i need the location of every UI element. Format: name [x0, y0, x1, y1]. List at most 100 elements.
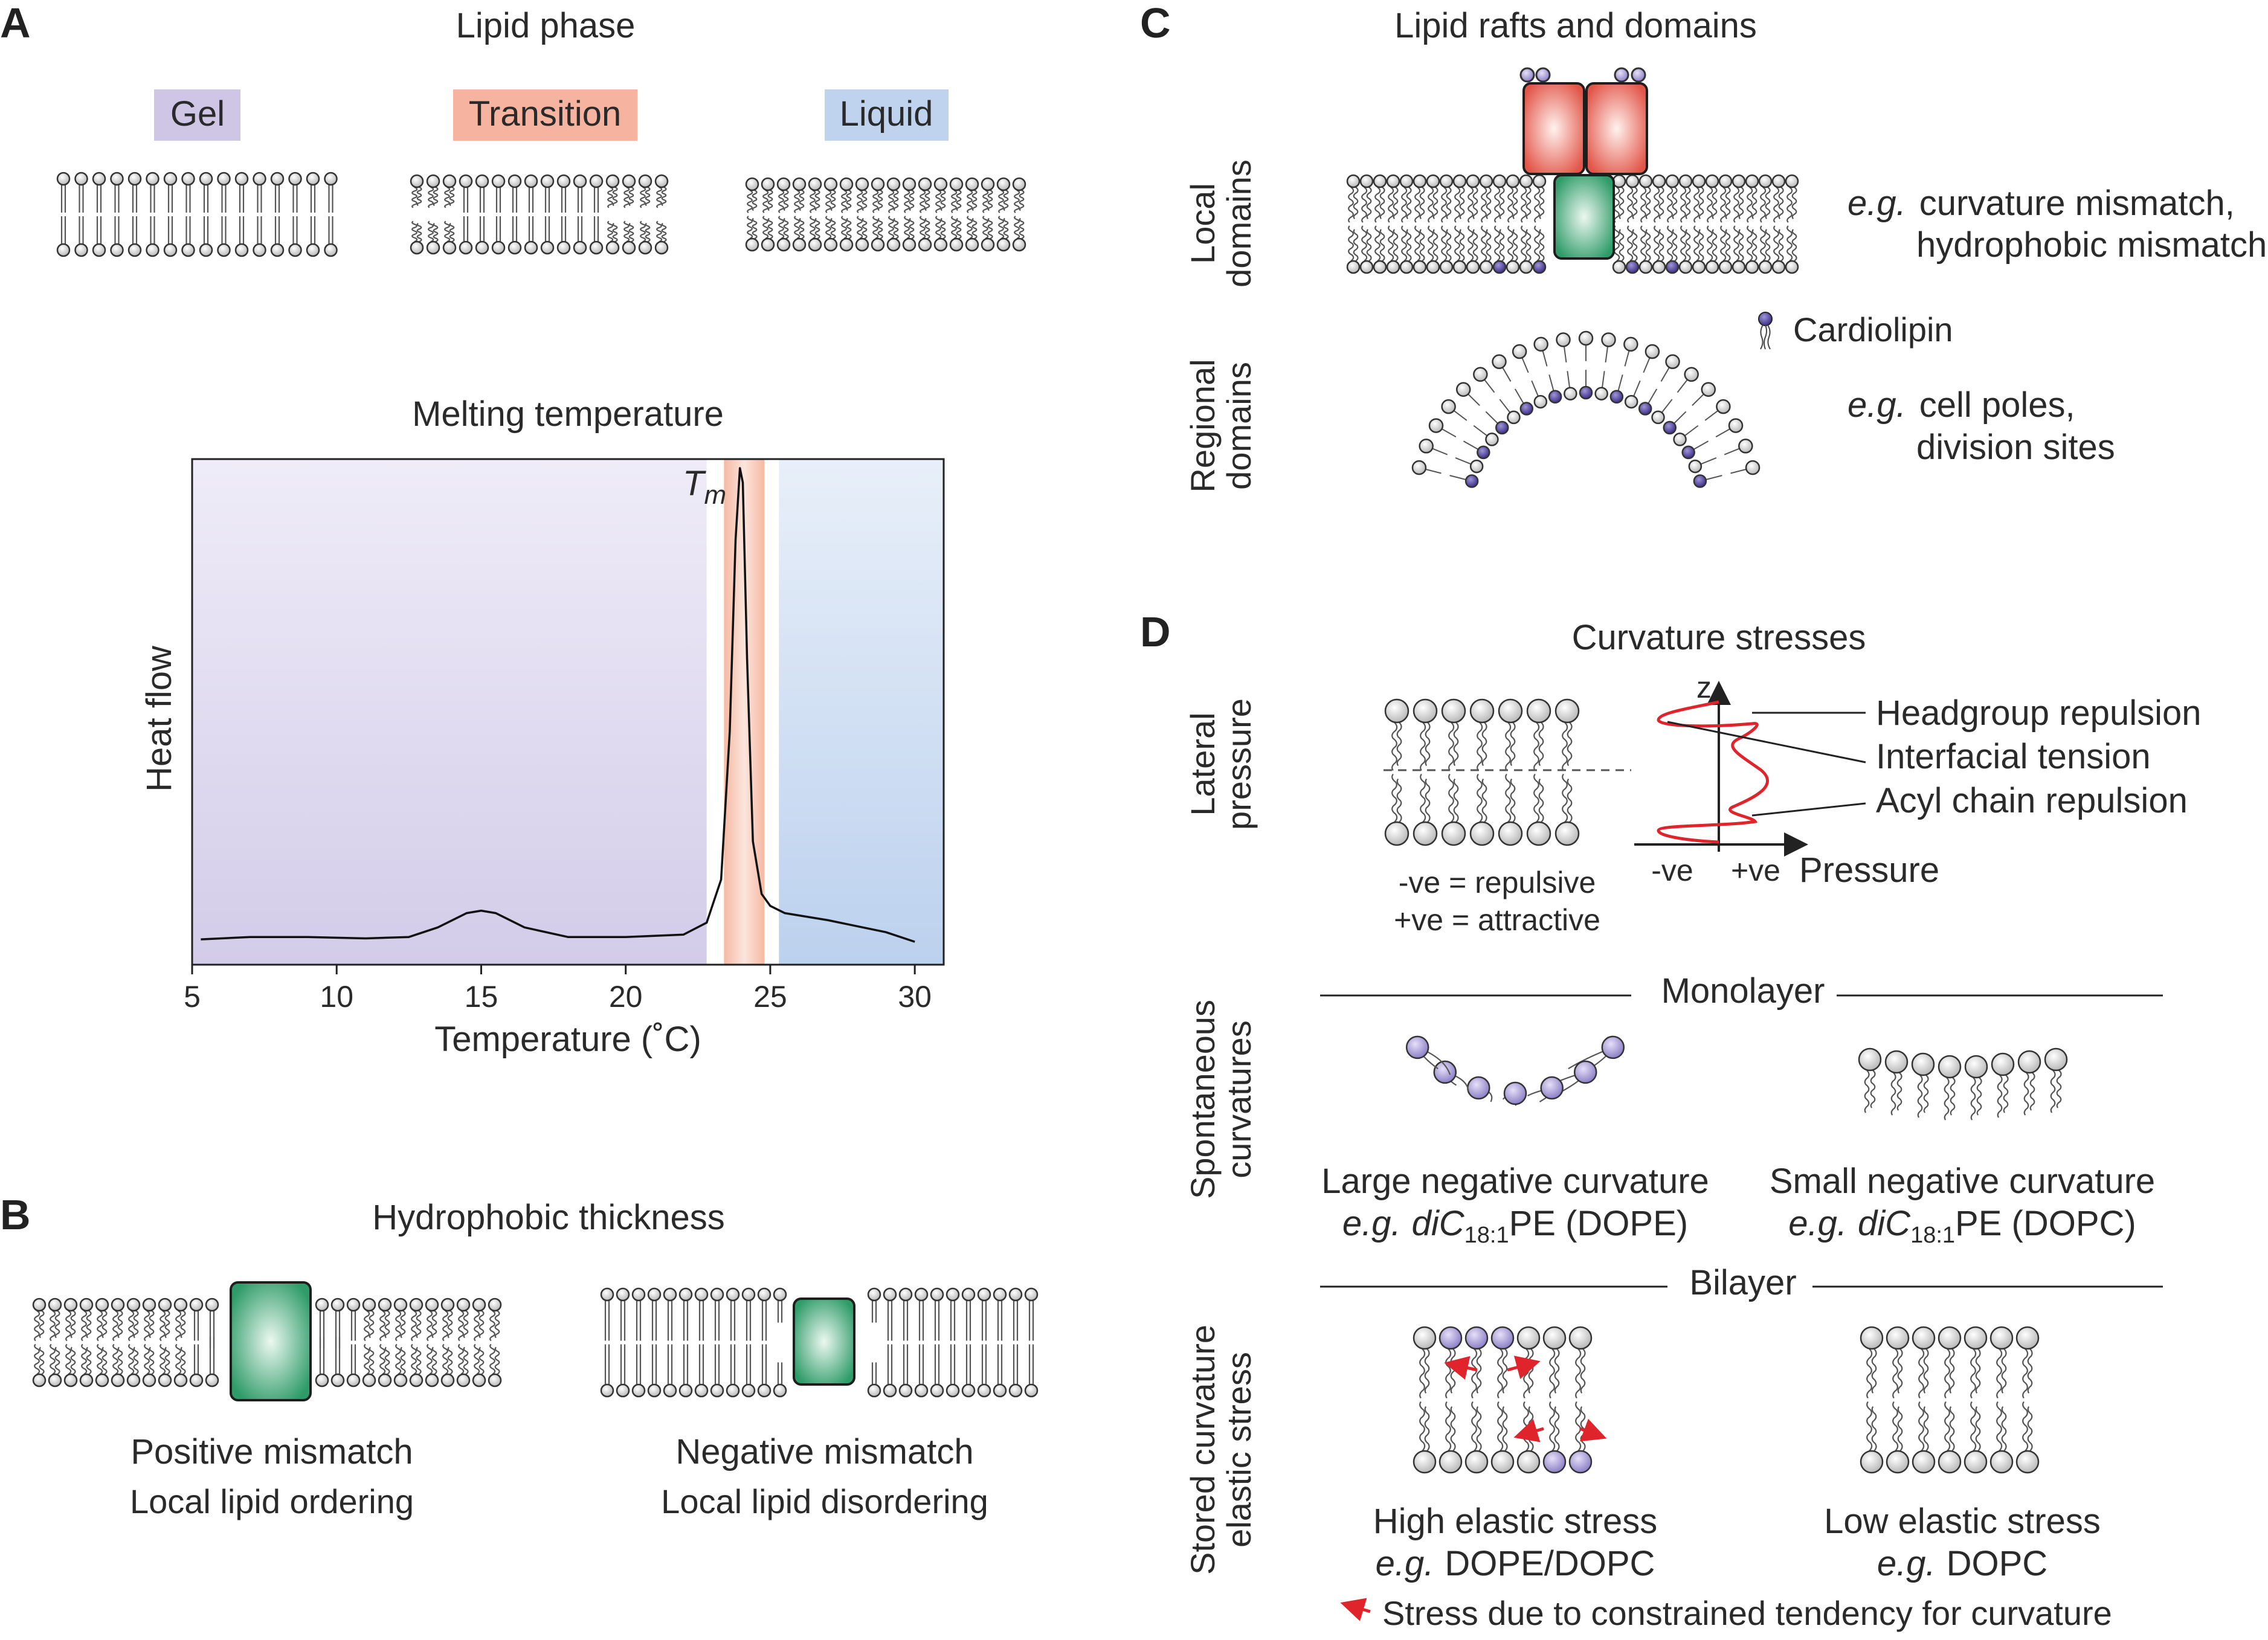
lipid-head — [1532, 174, 1547, 188]
lipid-tail — [1486, 229, 1492, 262]
lipid-tail — [1406, 187, 1412, 219]
lipid-head — [631, 1287, 646, 1302]
lateral-pressure-line2: pressure — [1220, 698, 1258, 830]
lipid-tail — [778, 216, 785, 240]
lipid-tail — [1786, 187, 1793, 223]
lipid-head — [507, 240, 522, 255]
lipid-head — [600, 1287, 614, 1302]
lipid-head — [622, 240, 636, 255]
negative-mismatch-protein — [793, 1298, 855, 1386]
lipid-tail — [628, 222, 634, 243]
lipid-tail — [1923, 1348, 1929, 1394]
lipid-head — [426, 240, 440, 255]
lipid-head — [1625, 260, 1640, 274]
lipid-tail — [661, 186, 667, 207]
lipid-tail — [1459, 187, 1465, 219]
lipid-head — [600, 1383, 614, 1398]
lipid-tail — [752, 217, 758, 239]
lipid-tail — [1733, 187, 1740, 223]
lipid-head — [442, 174, 457, 188]
panel-letter-d: D — [1140, 608, 1171, 655]
local-domain-bilayer — [1346, 174, 1799, 274]
lipid-head — [1516, 1450, 1541, 1474]
spontaneous-curvatures-label: Spontaneouscurvatures — [1184, 1000, 1258, 1199]
lipid-head — [1732, 260, 1746, 274]
lipid-tail — [2001, 1406, 2007, 1452]
lipid-tail — [1499, 187, 1505, 219]
lipid-tail — [1791, 229, 1797, 262]
lipid-head — [745, 237, 759, 252]
lipid-head — [1413, 698, 1438, 724]
regional-domains-text2: division sites — [1916, 428, 2115, 467]
lipid-tail — [1512, 229, 1518, 262]
lipid-tail — [799, 190, 805, 211]
lipid-tail — [1712, 229, 1718, 262]
lipid-tail — [494, 1346, 500, 1375]
lipid-tail — [1778, 187, 1784, 219]
lipid-head — [127, 172, 142, 186]
lipid-tail — [449, 222, 455, 243]
lipid-tail — [1448, 722, 1455, 771]
lipid-tail — [825, 189, 832, 213]
lipid-head — [1024, 1383, 1039, 1398]
lipid-head — [48, 1298, 62, 1312]
lipid-head — [1466, 260, 1480, 274]
lipid-tail — [1414, 225, 1421, 262]
lipid-head — [1860, 1450, 1884, 1474]
lipid-head — [199, 243, 213, 257]
lipid-tail — [846, 217, 852, 239]
lipid-head — [1384, 698, 1409, 724]
lipid-head — [886, 177, 901, 191]
lipid-tail — [1486, 187, 1492, 219]
lipid-tail — [133, 1310, 139, 1339]
high-stress-name: DOPE/DOPC — [1445, 1544, 1655, 1583]
lipid-tail — [1361, 225, 1368, 262]
lipid-tail — [1401, 187, 1408, 223]
lipid-head — [1579, 385, 1593, 400]
lipid-tail — [1393, 187, 1399, 219]
lipid-head — [678, 1287, 693, 1302]
lipid-head — [808, 177, 822, 191]
lipid-head — [867, 1287, 881, 1302]
lipid-tail — [1707, 187, 1713, 223]
lipid-head — [1441, 698, 1466, 724]
lipid-head — [663, 1383, 677, 1398]
lipid-tail — [825, 216, 832, 240]
positive-mismatch-sub: Local lipid ordering — [130, 1482, 414, 1520]
lipid-head — [1991, 1052, 2015, 1076]
lipid-head — [1771, 174, 1786, 188]
lipid-head — [1693, 474, 1707, 488]
local-domains-text1: curvature mismatch, — [1919, 184, 2235, 223]
lipid-head — [949, 177, 964, 191]
lipid-tail — [920, 189, 926, 213]
lipid-head — [393, 1373, 408, 1388]
lipid-head — [173, 1298, 188, 1312]
lipid-tail — [747, 189, 753, 213]
lipid-tail — [1619, 229, 1625, 262]
lipid-head — [1540, 1076, 1564, 1100]
lipid-head — [1008, 1383, 1023, 1398]
lipid-tail — [1481, 225, 1487, 262]
local-domains-label: Localdomains — [1184, 159, 1258, 288]
lipid-tail — [1003, 190, 1009, 211]
lipid-head — [1438, 1450, 1463, 1474]
lipid-tail — [180, 1310, 186, 1339]
lipid-tail — [783, 190, 789, 211]
lipid-head — [92, 172, 106, 186]
lipid-head — [622, 174, 636, 188]
lipid-tail — [458, 1343, 465, 1375]
lipid-tail — [1640, 225, 1647, 262]
lipid-tail — [384, 1310, 390, 1339]
panel-b-title: Hydrophobic thickness — [372, 1198, 725, 1237]
lipid-head — [1469, 698, 1495, 724]
lipid-tail — [1562, 773, 1568, 823]
lipid-tail — [1476, 1406, 1482, 1452]
lipid-tail — [117, 1310, 123, 1339]
lipid-head — [965, 177, 979, 191]
lipid-tail — [1453, 722, 1459, 767]
lipid-head — [1665, 260, 1680, 274]
lipid-tail — [1949, 1406, 1955, 1452]
lipid-head — [1452, 174, 1467, 188]
lipid-tail — [1554, 1348, 1560, 1394]
lipid-tail — [1379, 229, 1385, 262]
